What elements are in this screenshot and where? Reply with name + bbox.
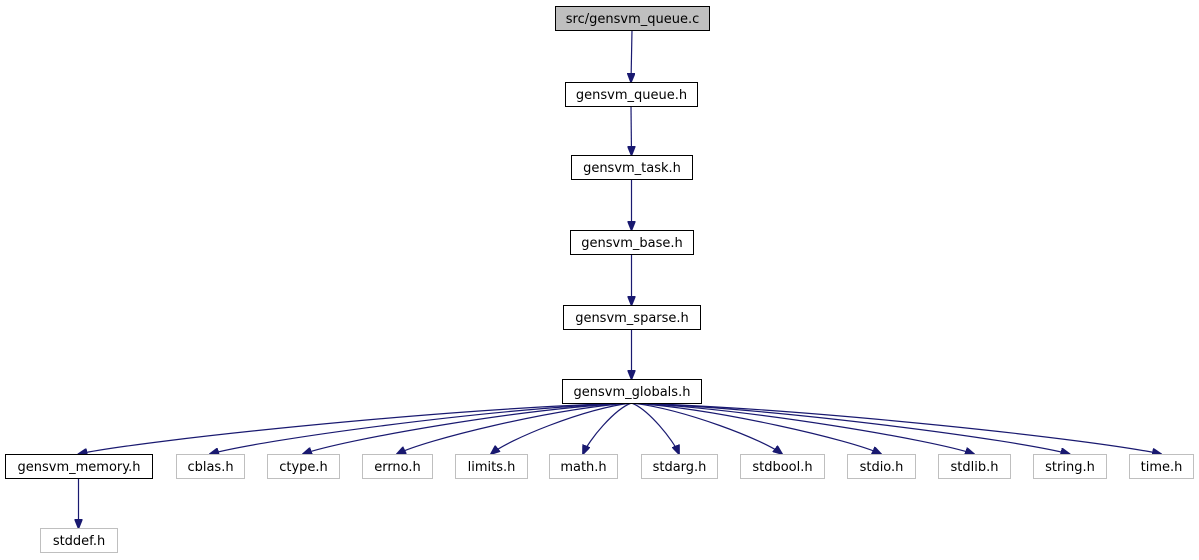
node-box-stdarg-h	[641, 454, 718, 479]
node-label-cblas-h: cblas.h	[187, 460, 233, 475]
node-time-h: time.h	[1129, 454, 1194, 479]
node-box-gensvm-sparse-h	[563, 305, 701, 330]
node-box-ctype-h	[267, 454, 340, 479]
node-label-math-h: math.h	[560, 460, 606, 475]
node-gensvm-globals-h[interactable]: gensvm_globals.h	[562, 379, 702, 404]
edge-gensvm-globals-h-to-limits-h	[491, 402, 632, 454]
node-label-time-h: time.h	[1141, 460, 1183, 475]
graph-nodes: src/gensvm_queue.c gensvm_queue.h gensvm_t…	[5, 6, 1194, 553]
node-ctype-h: ctype.h	[267, 454, 340, 479]
node-string-h: string.h	[1033, 454, 1107, 479]
node-gensvm-memory-h[interactable]: gensvm_memory.h	[5, 454, 153, 479]
node-label-stdlib-h: stdlib.h	[951, 460, 999, 475]
edge-gensvm-globals-h-to-gensvm-memory-h	[79, 402, 632, 454]
node-label-stdio-h: stdio.h	[860, 460, 904, 475]
node-box-string-h	[1033, 454, 1107, 479]
node-box-gensvm-base-h	[570, 230, 694, 255]
node-errno-h: errno.h	[362, 454, 433, 479]
node-box-gensvm-memory-h	[5, 454, 153, 479]
edge-gensvm-globals-h-to-string-h	[631, 402, 1070, 454]
node-stdbool-h: stdbool.h	[740, 454, 825, 479]
node-cblas-h: cblas.h	[176, 454, 245, 479]
node-math-h: math.h	[549, 454, 618, 479]
node-gensvm-sparse-h[interactable]: gensvm_sparse.h	[563, 305, 701, 330]
graph-edges	[79, 29, 1162, 528]
node-box-stdbool-h	[740, 454, 825, 479]
node-stdlib-h: stdlib.h	[938, 454, 1011, 479]
node-label-gensvm-memory-h: gensvm_memory.h	[18, 460, 141, 475]
node-box-math-h	[549, 454, 618, 479]
edge-gensvm-globals-h-to-stdbool-h	[631, 402, 783, 454]
edge-gensvm-queue-h-to-gensvm-task-h	[631, 105, 632, 155]
edge-gensvm-globals-h-to-stdlib-h	[631, 402, 975, 454]
node-box-cblas-h	[176, 454, 245, 479]
node-label-ctype-h: ctype.h	[279, 460, 328, 475]
node-box-stddef-h	[40, 528, 118, 553]
edge-gensvm-globals-h-to-time-h	[631, 402, 1162, 454]
node-box-limits-h	[455, 454, 528, 479]
node-gensvm-base-h[interactable]: gensvm_base.h	[570, 230, 694, 255]
node-box-stdio-h	[847, 454, 916, 479]
node-box-src-gensvm-queue-c	[555, 6, 710, 31]
node-gensvm-queue-h[interactable]: gensvm_queue.h	[565, 82, 698, 107]
node-src-gensvm-queue-c[interactable]: src/gensvm_queue.c	[555, 6, 710, 31]
edge-src-gensvm-queue-c-to-gensvm-queue-h	[631, 29, 632, 82]
node-label-errno-h: errno.h	[374, 460, 421, 475]
node-label-gensvm-sparse-h: gensvm_sparse.h	[575, 311, 689, 326]
node-limits-h: limits.h	[455, 454, 528, 479]
node-label-gensvm-base-h: gensvm_base.h	[581, 236, 682, 251]
edge-gensvm-globals-h-to-math-h	[583, 402, 632, 454]
node-label-src-gensvm-queue-c: src/gensvm_queue.c	[566, 12, 700, 27]
edge-gensvm-globals-h-to-stdio-h	[631, 402, 882, 454]
node-label-string-h: string.h	[1045, 460, 1095, 475]
node-stdarg-h: stdarg.h	[641, 454, 718, 479]
node-box-gensvm-task-h	[571, 155, 693, 180]
node-box-gensvm-globals-h	[562, 379, 702, 404]
node-box-gensvm-queue-h	[565, 82, 698, 107]
node-stddef-h: stddef.h	[40, 528, 118, 553]
node-box-time-h	[1129, 454, 1194, 479]
edge-gensvm-globals-h-to-ctype-h	[303, 402, 632, 454]
node-gensvm-task-h[interactable]: gensvm_task.h	[571, 155, 693, 180]
node-label-gensvm-globals-h: gensvm_globals.h	[574, 385, 691, 400]
edge-gensvm-globals-h-to-stdarg-h	[631, 402, 680, 454]
node-label-limits-h: limits.h	[468, 460, 516, 475]
node-label-stdarg-h: stdarg.h	[653, 460, 707, 475]
node-box-stdlib-h	[938, 454, 1011, 479]
node-label-stddef-h: stddef.h	[53, 534, 105, 549]
node-label-gensvm-queue-h: gensvm_queue.h	[576, 88, 687, 103]
edge-gensvm-globals-h-to-errno-h	[397, 402, 632, 454]
edge-gensvm-globals-h-to-cblas-h	[210, 402, 632, 454]
node-label-gensvm-task-h: gensvm_task.h	[583, 161, 681, 176]
node-label-stdbool-h: stdbool.h	[752, 460, 812, 475]
node-stdio-h: stdio.h	[847, 454, 916, 479]
node-box-errno-h	[362, 454, 433, 479]
